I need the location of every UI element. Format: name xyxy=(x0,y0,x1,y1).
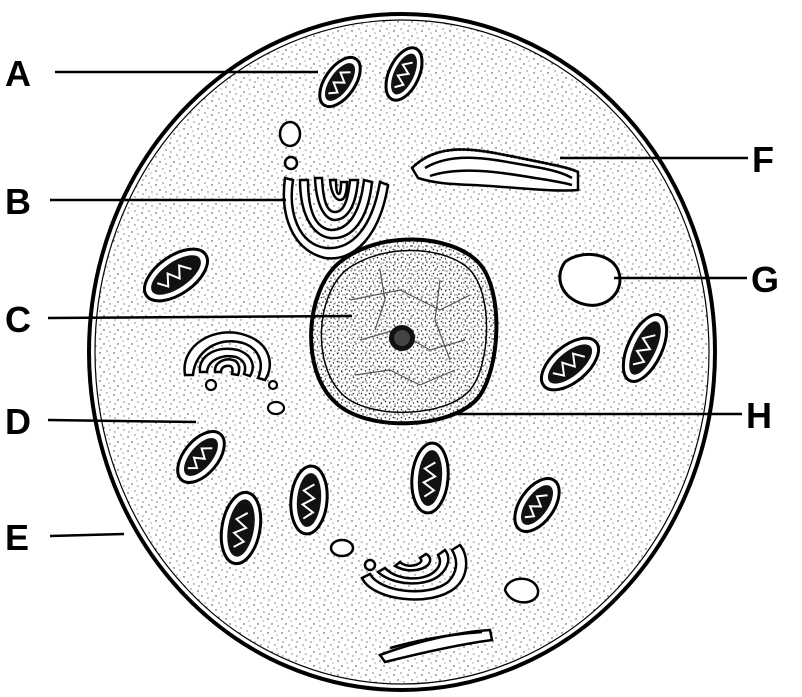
label-g: G xyxy=(751,259,779,300)
label-d: D xyxy=(5,401,31,442)
label-e: E xyxy=(5,517,29,558)
nucleus xyxy=(311,239,496,423)
vesicle-icon xyxy=(331,540,353,556)
vacuole xyxy=(560,254,620,305)
vesicle-icon xyxy=(206,380,216,390)
vesicle-icon xyxy=(280,122,300,146)
leader-line-e xyxy=(50,534,124,536)
vesicle-icon xyxy=(268,402,284,414)
label-a: A xyxy=(5,53,31,94)
label-f: F xyxy=(752,139,774,180)
vesicle-icon xyxy=(505,579,538,603)
vesicle-icon xyxy=(285,157,297,169)
label-b: B xyxy=(5,181,31,222)
vesicle-icon xyxy=(365,560,375,570)
label-c: C xyxy=(5,299,31,340)
vesicle-icon xyxy=(269,381,277,389)
label-h: H xyxy=(746,395,772,436)
